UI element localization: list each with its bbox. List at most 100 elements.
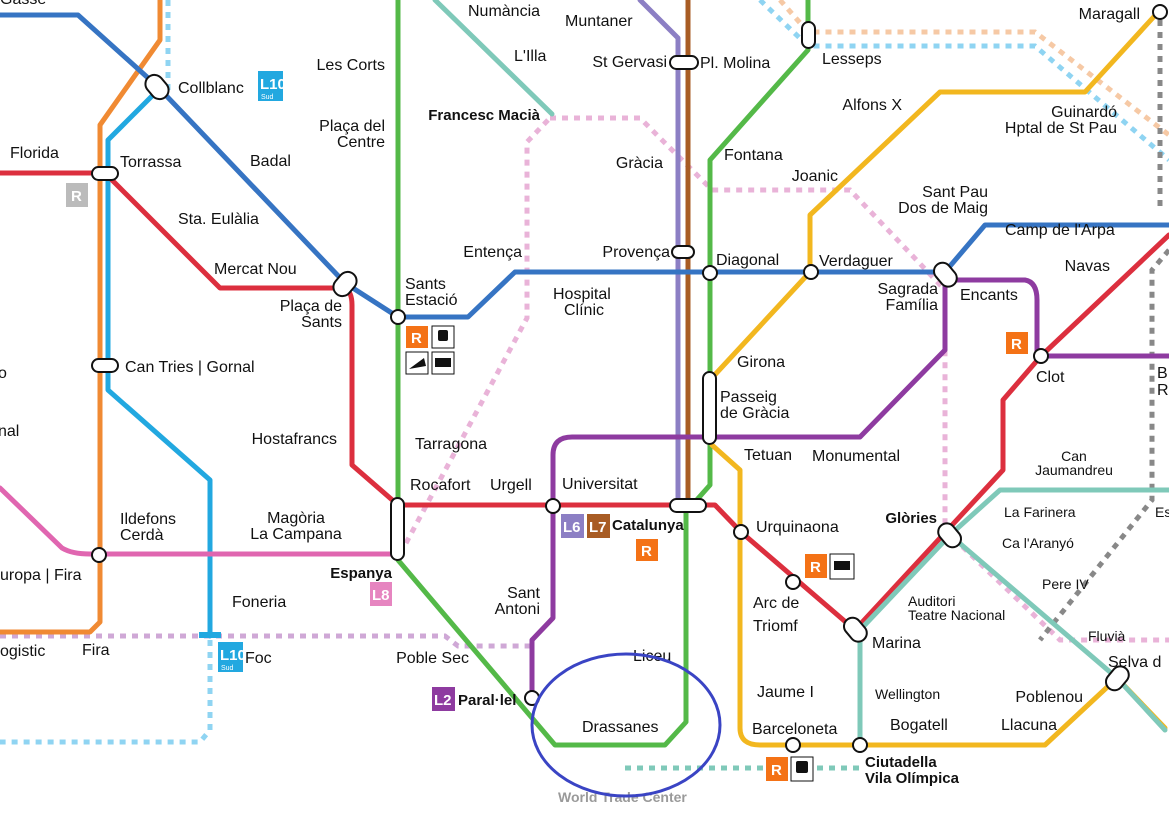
label: Espanya — [330, 565, 392, 582]
station-catalunya[interactable] — [669, 498, 707, 513]
station-passeig-de-gracia[interactable] — [702, 371, 717, 445]
station-sants-estacio[interactable] — [390, 309, 406, 325]
station-arc-de-triomf[interactable] — [785, 574, 801, 590]
grey-planned-line — [1038, 20, 1169, 642]
label: Sta. Eulàlia — [178, 211, 259, 228]
label: Numància — [468, 3, 540, 20]
rail-badge-catalunya: R — [636, 539, 658, 561]
label: Jaume I — [757, 684, 814, 701]
station-placa-de-sants[interactable] — [330, 268, 361, 299]
label: Fira — [82, 642, 110, 659]
station-espanya[interactable] — [390, 497, 405, 561]
station-st-gervasi[interactable] — [669, 55, 699, 70]
label: Fluvià — [1088, 628, 1126, 644]
label: Sagrada — [878, 281, 939, 298]
rail-badge-barceloneta: R — [766, 756, 814, 782]
label: La Farinera — [1004, 504, 1076, 520]
label: Entença — [463, 244, 522, 261]
label: Monumental — [812, 448, 900, 465]
label: Selva d — [1108, 654, 1161, 671]
label: Ca l'Aranyó — [1002, 535, 1074, 551]
badge-text: R — [641, 543, 652, 560]
label: Mercat Nou — [214, 261, 297, 278]
station-provenca[interactable] — [671, 245, 695, 259]
label: Florida — [10, 145, 59, 162]
label: Badal — [250, 153, 291, 170]
label: Tetuan — [744, 447, 792, 464]
badge-text: L10 — [220, 647, 246, 664]
station-diagonal[interactable] — [702, 265, 718, 281]
label: de Gràcia — [720, 405, 789, 422]
label: Estació — [405, 292, 458, 309]
label: La Campana — [250, 526, 342, 543]
line-l3 — [395, 0, 811, 748]
label: uropa | Fira — [0, 567, 82, 584]
label: Jaumandreu — [1035, 462, 1113, 478]
label: Vila Olímpica — [865, 770, 960, 787]
label: Francesc Macià — [428, 107, 540, 124]
label: Alfons X — [842, 97, 902, 114]
label: L'Illa — [514, 48, 547, 65]
station-selva-de-mar[interactable] — [1103, 663, 1133, 694]
label: R — [1157, 382, 1169, 399]
badge-sub: Sud — [261, 94, 274, 101]
label: Tarragona — [415, 436, 487, 453]
line-l10 — [105, 85, 213, 639]
lilac-planned-line — [0, 633, 530, 649]
label: Collblanc — [178, 80, 244, 97]
rail-badge-torrassa: R — [66, 183, 88, 207]
station-europa-fira[interactable] — [91, 547, 107, 563]
label: Llacuna — [1001, 717, 1057, 734]
label: Poblenou — [1015, 689, 1083, 706]
highlight-circle-drassanes — [530, 652, 722, 798]
label: Poble Sec — [396, 650, 469, 667]
station-maragall[interactable] — [1152, 4, 1168, 20]
label: Sants — [405, 276, 446, 293]
station-universitat[interactable] — [545, 498, 561, 514]
station-foc-terminus — [199, 632, 221, 638]
station-verdaguer[interactable] — [803, 264, 819, 280]
label: Rocafort — [410, 477, 471, 494]
label: Hptal de St Pau — [1005, 120, 1117, 137]
label: Muntaner — [565, 13, 633, 30]
l8-planned-line — [550, 115, 1169, 643]
label: Universitat — [562, 476, 638, 493]
label: Hostafrancs — [252, 431, 337, 448]
label: Verdaguer — [819, 253, 894, 270]
station-markers — [91, 4, 1168, 753]
station-glories[interactable] — [935, 520, 965, 551]
station-sagrada-familia[interactable] — [931, 259, 961, 290]
label: Sant Pau — [922, 184, 988, 201]
badge-text: R — [810, 559, 821, 576]
label: Wellington — [875, 686, 940, 702]
station-clot[interactable] — [1033, 348, 1049, 364]
label: Cerdà — [120, 527, 164, 544]
label: Can — [1061, 448, 1087, 464]
label: Paral·lel — [458, 692, 516, 709]
label: Arc de — [753, 595, 799, 612]
l9-planned-line-north — [778, 0, 1169, 137]
label: Urgell — [490, 477, 532, 494]
l10-planned-line — [0, 0, 213, 745]
station-urquinaona[interactable] — [733, 524, 749, 540]
badge-sub: Sud — [221, 665, 234, 672]
label: Magòria — [267, 510, 325, 527]
badge-text: L8 — [372, 587, 390, 604]
station-collblanc[interactable] — [142, 71, 173, 102]
label: Barceloneta — [752, 721, 837, 738]
station-lesseps[interactable] — [801, 21, 816, 49]
badge-text: L7 — [589, 519, 607, 536]
label: Centre — [337, 134, 385, 151]
station-torrassa[interactable] — [91, 166, 119, 181]
badge-text: L10 — [260, 76, 286, 93]
station-can-tries[interactable] — [91, 358, 119, 373]
station-ciutadella[interactable] — [852, 737, 868, 753]
label: Maragall — [1079, 6, 1140, 23]
station-barceloneta[interactable] — [785, 737, 801, 753]
station-marina[interactable] — [841, 614, 871, 645]
label: Hospital — [553, 286, 611, 303]
